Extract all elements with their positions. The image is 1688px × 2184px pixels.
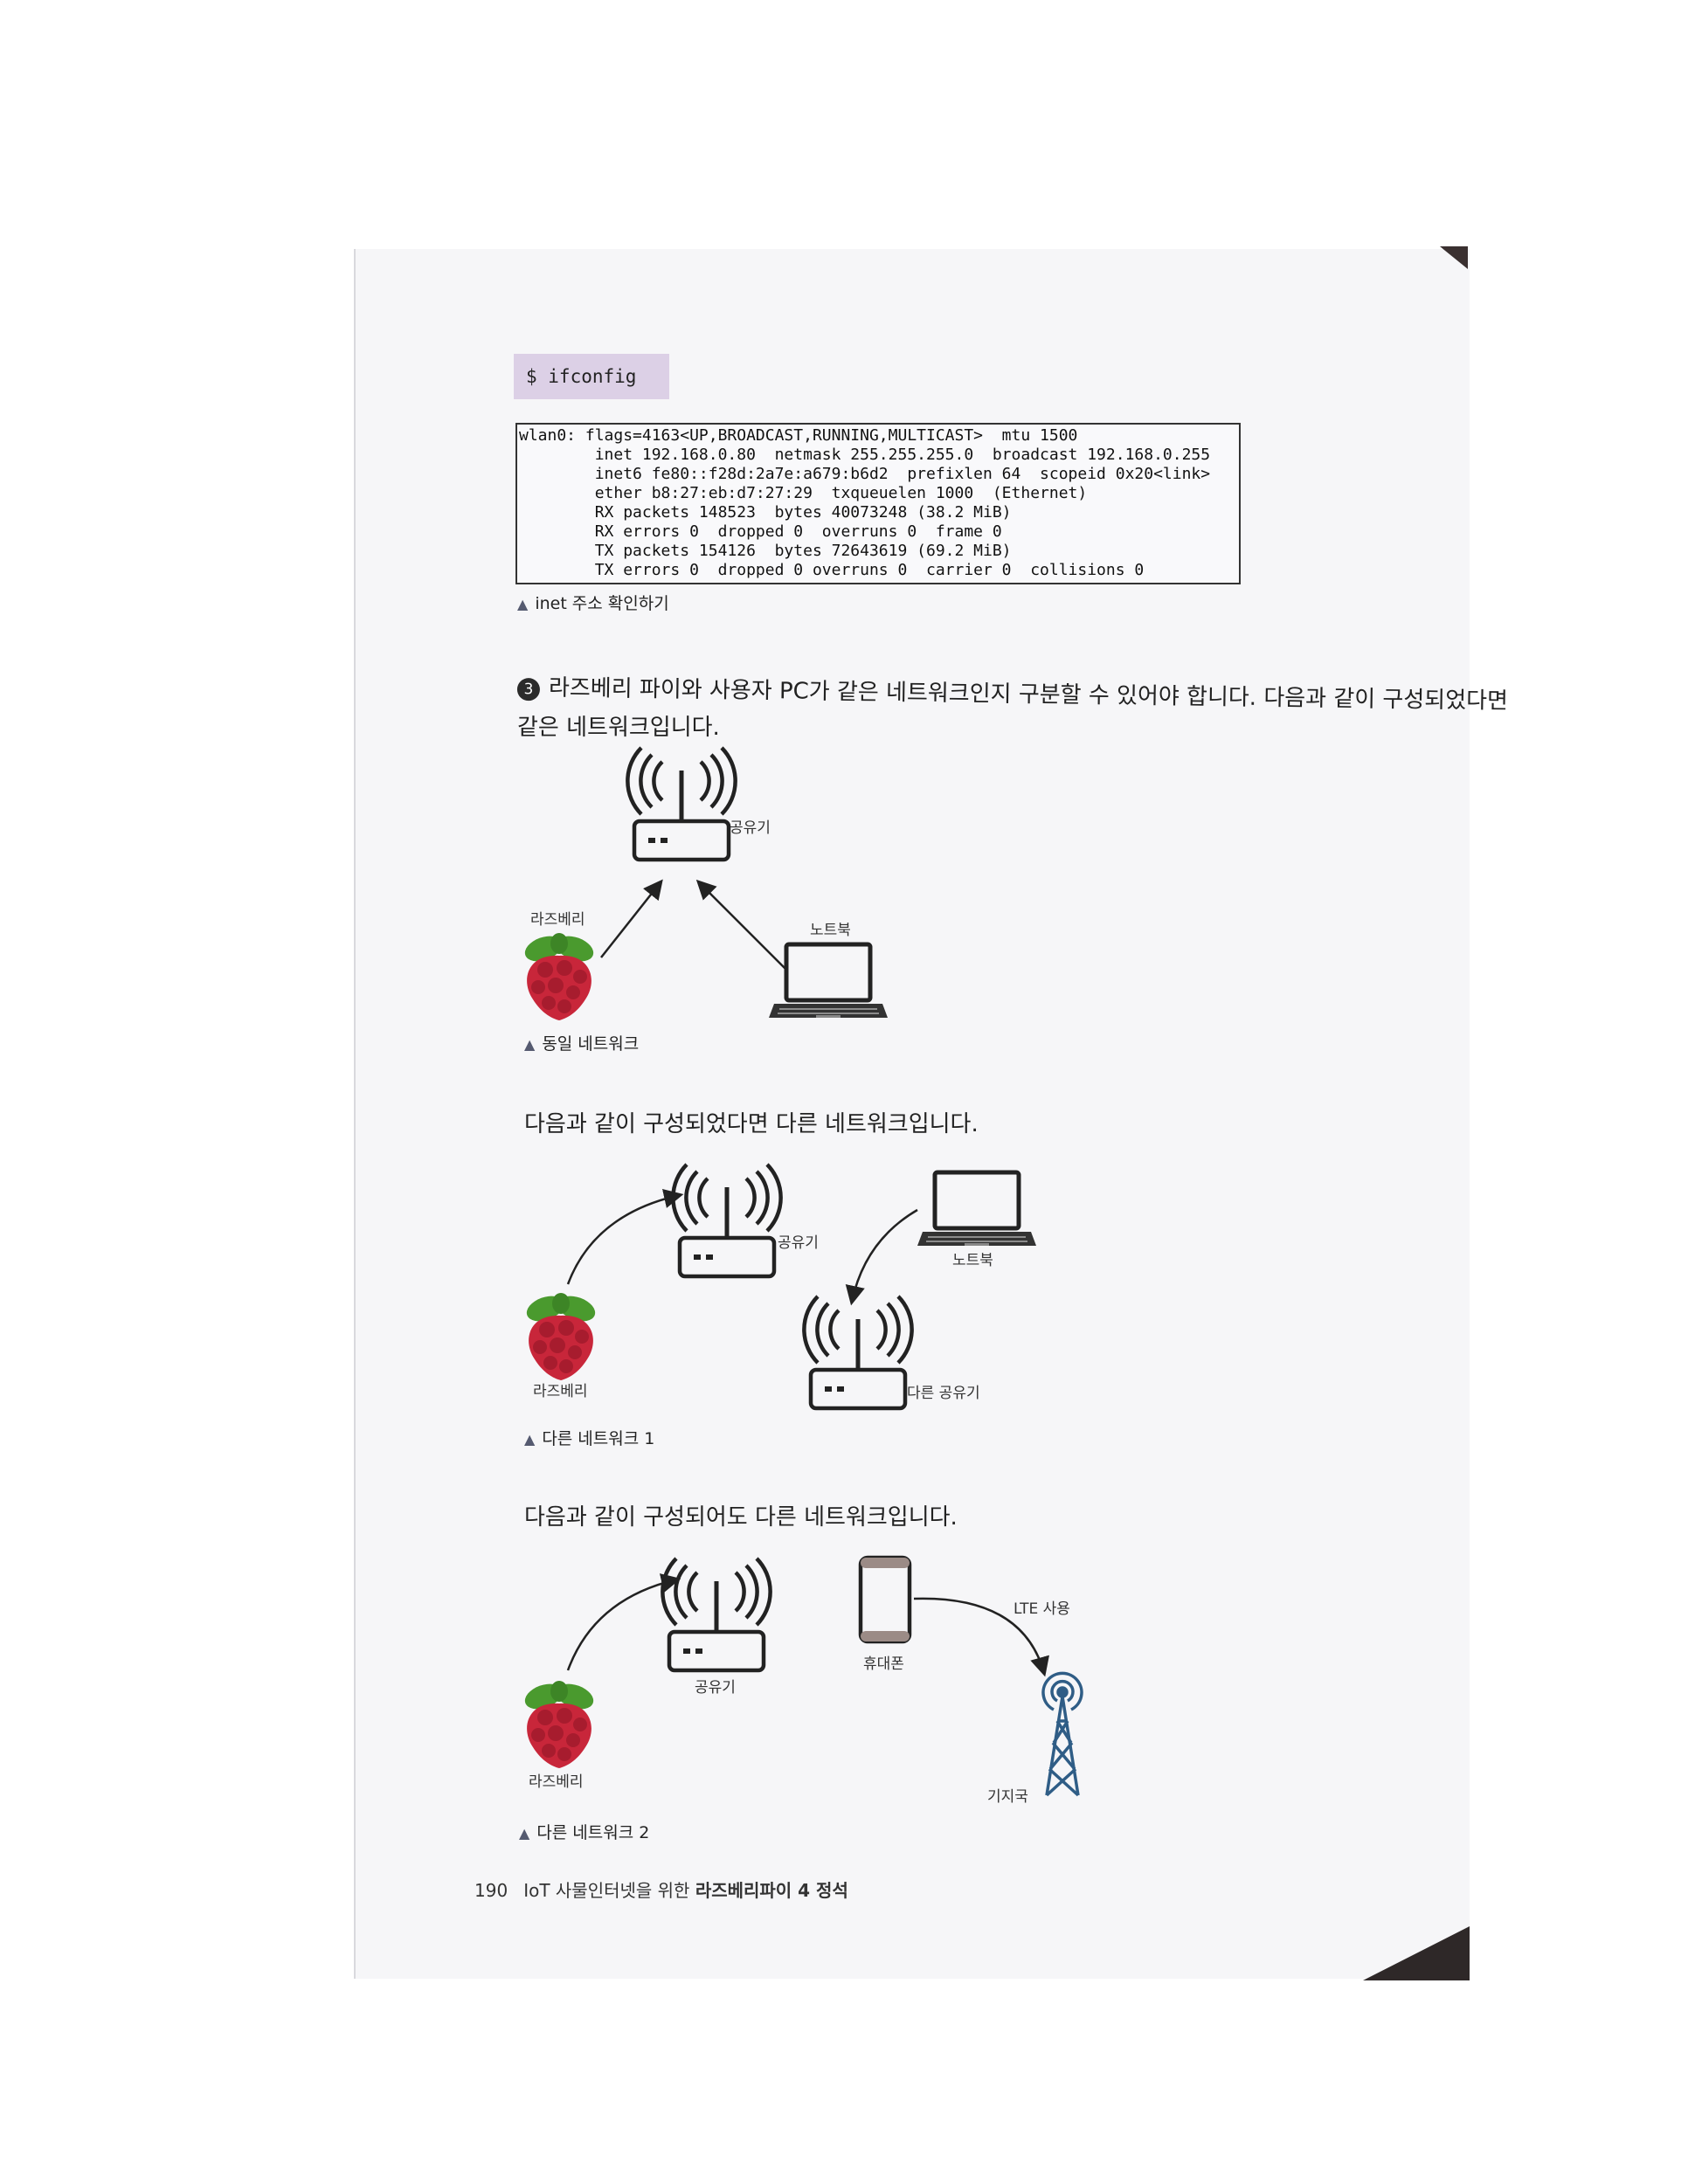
- cell-tower-icon: [1041, 1671, 1083, 1797]
- raspberry-label: 라즈베리: [530, 911, 585, 929]
- ifconfig-output: wlan0: flags=4163<UP,BROADCAST,RUNNING,M…: [515, 423, 1241, 584]
- caption-triangle-icon: ▲: [519, 1825, 530, 1842]
- router-label: 공유기: [695, 1679, 736, 1697]
- command-prompt: $ ifconfig: [514, 354, 669, 399]
- phone-label: 휴대폰: [863, 1655, 904, 1673]
- raspberry-pi-icon: [521, 931, 598, 1020]
- caption-triangle-icon: ▲: [524, 1431, 536, 1448]
- router-icon: [627, 748, 735, 860]
- router-label: 공유기: [778, 1234, 819, 1252]
- code-line: RX errors 0 dropped 0 overruns 0 frame 0: [519, 522, 1002, 541]
- router-label: 공유기: [730, 819, 771, 837]
- router-icon: [804, 1296, 911, 1408]
- other-router-label: 다른 공유기: [907, 1385, 980, 1402]
- raspberry-label: 라즈베리: [533, 1383, 588, 1400]
- caption-text: inet 주소 확인하기: [535, 594, 669, 613]
- arrow-icon: [913, 1597, 1049, 1677]
- paragraph-line: 같은 네트워크입니다.: [517, 715, 720, 741]
- code-line: inet 192.168.0.80 netmask 255.255.255.0 …: [519, 446, 1211, 464]
- page-number: 190: [474, 1880, 508, 1901]
- arrow-icon: [566, 1188, 684, 1285]
- arrow-icon: [600, 879, 663, 958]
- paragraph-line: 다음과 같이 구성되어도 다른 네트워크입니다.: [524, 1504, 958, 1531]
- page-footer: 190 IoT 사물인터넷을 위한 라즈베리파이 4 정석: [474, 1876, 848, 1902]
- laptop-label: 노트북: [952, 1252, 993, 1269]
- figure-caption: ▲ inet 주소 확인하기: [517, 591, 669, 614]
- laptop-icon: [917, 1172, 1036, 1246]
- router-icon: [662, 1559, 770, 1670]
- figure-caption: ▲ 다른 네트워크 1: [524, 1426, 654, 1449]
- router-icon: [673, 1165, 780, 1276]
- arrow-icon: [566, 1573, 681, 1671]
- raspberry-label: 라즈베리: [529, 1773, 584, 1791]
- caption-triangle-icon: ▲: [524, 1036, 536, 1053]
- raspberry-pi-icon: [522, 1291, 599, 1380]
- base-station-label: 기지국: [987, 1788, 1028, 1806]
- code-line: wlan0: flags=4163<UP,BROADCAST,RUNNING,M…: [519, 426, 1078, 445]
- figure-caption: ▲ 동일 네트워크: [524, 1031, 639, 1054]
- phone-icon: [858, 1555, 912, 1644]
- raspberry-pi-icon: [521, 1679, 598, 1768]
- code-line: TX errors 0 dropped 0 overruns 0 carrier…: [519, 561, 1145, 579]
- code-line: RX packets 148523 bytes 40073248 (38.2 M…: [519, 503, 1012, 522]
- caption-triangle-icon: ▲: [517, 596, 529, 612]
- laptop-icon: [769, 944, 888, 1018]
- code-line: ether b8:27:eb:d7:27:29 txqueuelen 1000 …: [519, 484, 1088, 502]
- caption-text: 다른 네트워크 1: [542, 1429, 655, 1448]
- caption-text: 동일 네트워크: [542, 1034, 640, 1054]
- caption-text: 다른 네트워크 2: [536, 1823, 650, 1842]
- book-title: IoT 사물인터넷을 위한: [523, 1880, 695, 1901]
- paragraph-line: 다음과 같이 구성되었다면 다른 네트워크입니다.: [524, 1111, 979, 1137]
- code-line: TX packets 154126 bytes 72643619 (69.2 M…: [519, 542, 1012, 560]
- arrow-icon: [845, 1208, 918, 1306]
- laptop-label: 노트북: [810, 922, 851, 939]
- lte-label: LTE 사용: [1013, 1600, 1070, 1618]
- code-line: inet6 fe80::f28d:2a7e:a679:b6d2 prefixle…: [519, 465, 1211, 483]
- book-title-bold: 라즈베리파이 4 정석: [695, 1880, 848, 1901]
- arrow-icon: [695, 879, 787, 971]
- figure-caption: ▲ 다른 네트워크 2: [519, 1820, 649, 1843]
